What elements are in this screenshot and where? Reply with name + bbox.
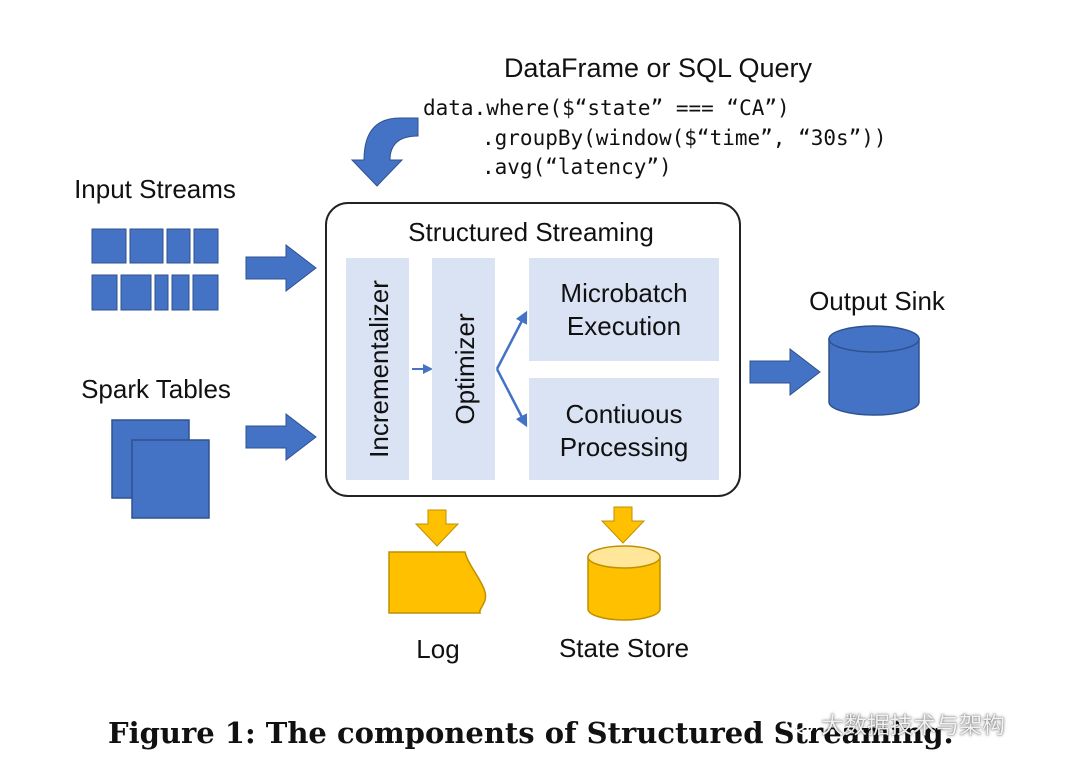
incrementalizer-label: Incrementalizer [364, 280, 394, 458]
log-icon [388, 551, 487, 614]
wechat-icon [785, 714, 813, 735]
continuous-panel [529, 378, 719, 480]
watermark-text: 大数据技术与架构 [821, 713, 1005, 739]
state-store-label: State Store [559, 633, 689, 663]
log-arrow [414, 509, 460, 547]
log-label: Log [416, 634, 459, 664]
spark-tables-arrow [245, 412, 317, 462]
state-store-cylinder-icon [587, 545, 661, 621]
spark-tables-label: Spark Tables [81, 374, 231, 404]
query-arrow [350, 117, 419, 187]
query-title: DataFrame or SQL Query [504, 53, 813, 83]
microbatch-label-1: Microbatch [560, 278, 687, 308]
state-store-arrow [600, 506, 646, 544]
engine-title: Structured Streaming [408, 217, 654, 247]
output-sink-label: Output Sink [809, 286, 946, 316]
optimizer-panel [432, 258, 495, 480]
figure-caption: Figure 1: The components of Structured S… [108, 716, 954, 750]
input-streams-arrow [245, 243, 317, 293]
microbatch-panel [529, 258, 719, 361]
optimizer-branch-arrows [495, 310, 528, 428]
spark-tables-icon [111, 419, 210, 519]
code-line-1: data.where($“state” === “CA”) [423, 96, 790, 120]
input-streams-label: Input Streams [74, 174, 236, 204]
optimizer-label: Optimizer [450, 313, 480, 425]
watermark: 大数据技术与架构 [785, 706, 1005, 740]
continuous-label-2: Processing [560, 432, 689, 462]
microbatch-label-2: Execution [567, 311, 681, 341]
code-line-2: .groupBy(window($“time”, “30s”)) [482, 126, 887, 150]
continuous-label-1: Contiuous [565, 399, 682, 429]
code-line-3: .avg(“latency”) [482, 155, 672, 179]
output-sink-cylinder-icon [828, 325, 920, 416]
output-arrow [749, 347, 821, 397]
input-streams-icon [91, 228, 219, 311]
incrementalizer-panel [346, 258, 409, 480]
